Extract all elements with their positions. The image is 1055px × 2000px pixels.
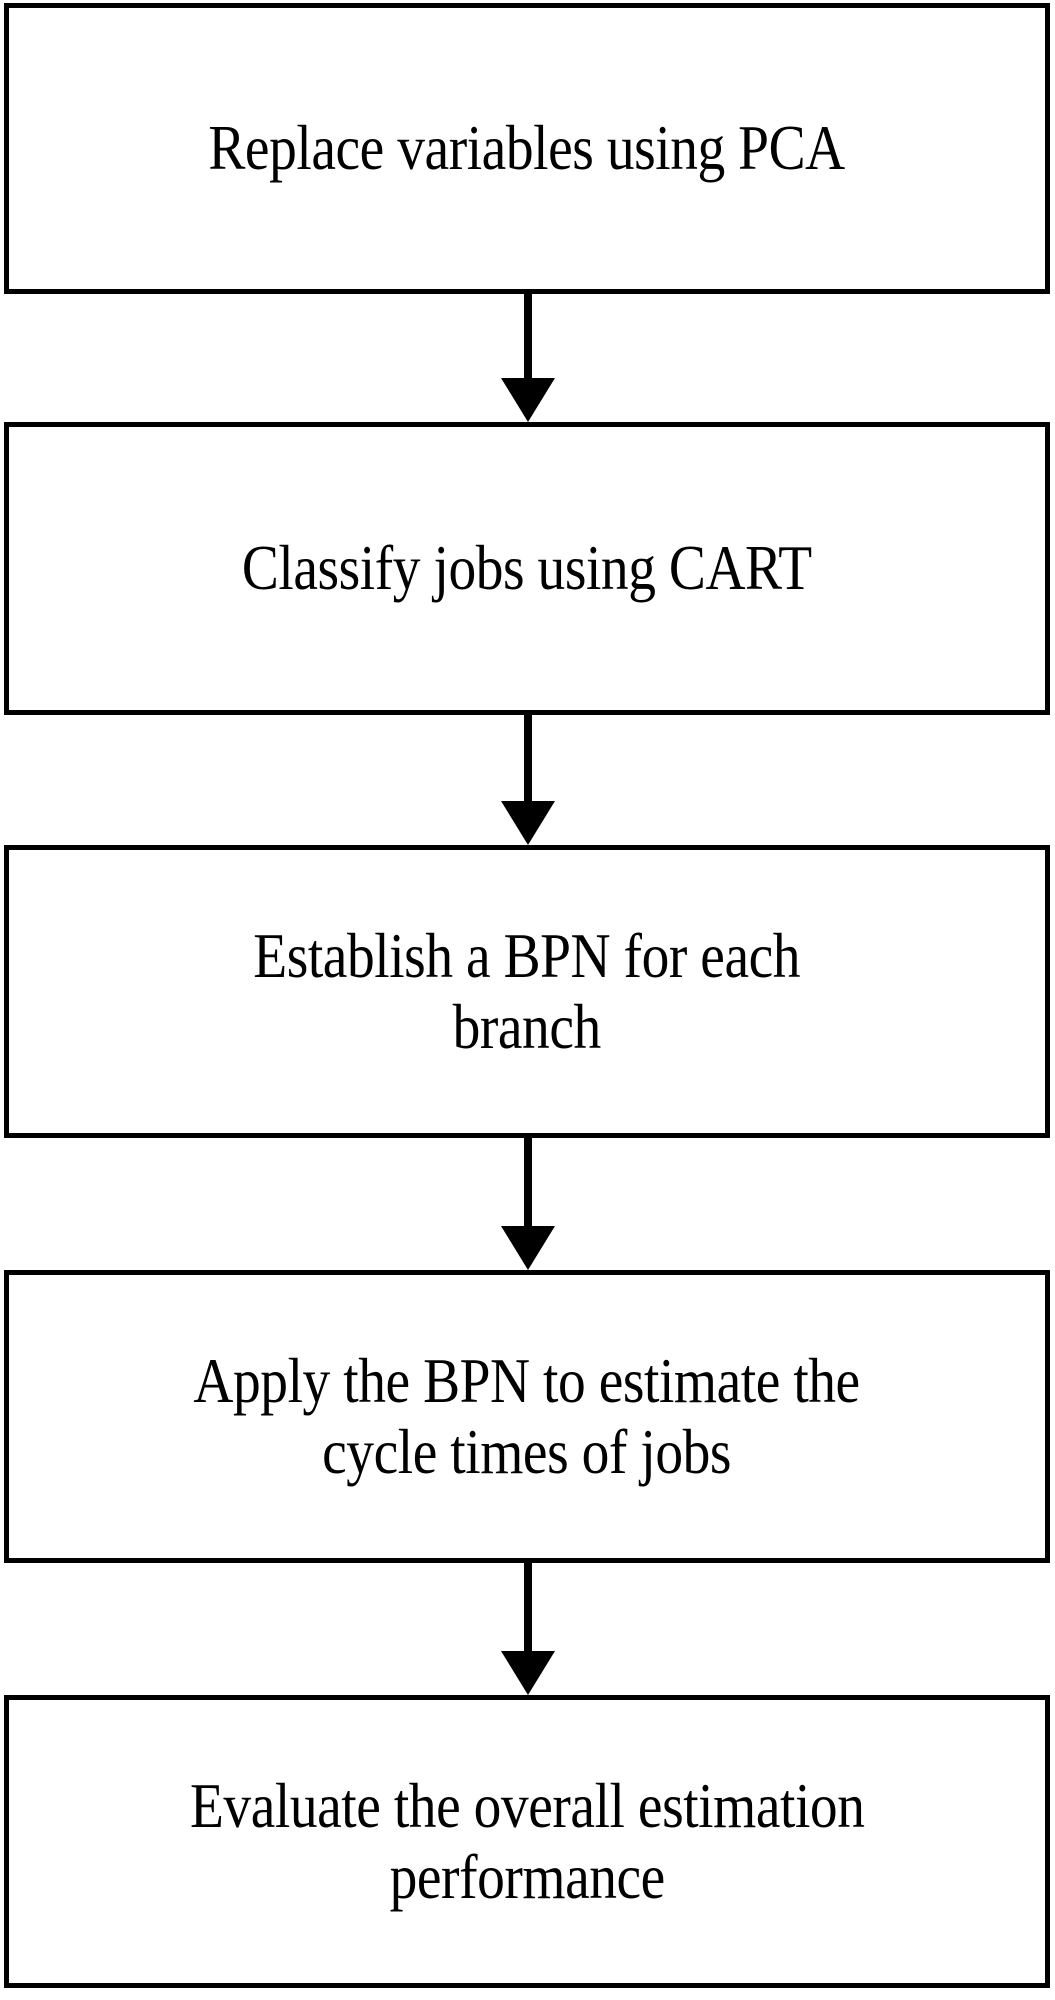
flowchart-node-3: Establish a BPN for each branch <box>4 845 1050 1138</box>
flowchart-node-4-label: Apply the BPN to estimate the cycle time… <box>193 1345 861 1487</box>
flowchart-node-2: Classify jobs using CART <box>4 422 1050 715</box>
arrow-head-down-icon <box>501 378 555 422</box>
arrow-shaft-icon <box>524 715 532 803</box>
arrow-shaft-icon <box>524 294 532 380</box>
flowchart-edge-4 <box>0 1563 1055 1695</box>
arrow-shaft-icon <box>524 1138 532 1228</box>
arrow-head-down-icon <box>501 1226 555 1270</box>
flowchart-node-3-label: Establish a BPN for each branch <box>253 920 801 1062</box>
flowchart-node-5-label: Evaluate the overall estimation performa… <box>189 1770 865 1912</box>
flowchart-node-5: Evaluate the overall estimation performa… <box>4 1695 1050 1988</box>
flowchart-edge-1 <box>0 294 1055 422</box>
arrow-head-down-icon <box>501 801 555 845</box>
flowchart-node-4: Apply the BPN to estimate the cycle time… <box>4 1270 1050 1563</box>
flowchart-node-1: Replace variables using PCA <box>4 3 1050 294</box>
flowchart-edge-2 <box>0 715 1055 845</box>
flowchart-node-2-label: Classify jobs using CART <box>242 533 812 604</box>
arrow-shaft-icon <box>524 1563 532 1653</box>
flowchart-edge-3 <box>0 1138 1055 1270</box>
arrow-head-down-icon <box>501 1651 555 1695</box>
flowchart-node-1-label: Replace variables using PCA <box>208 113 846 184</box>
